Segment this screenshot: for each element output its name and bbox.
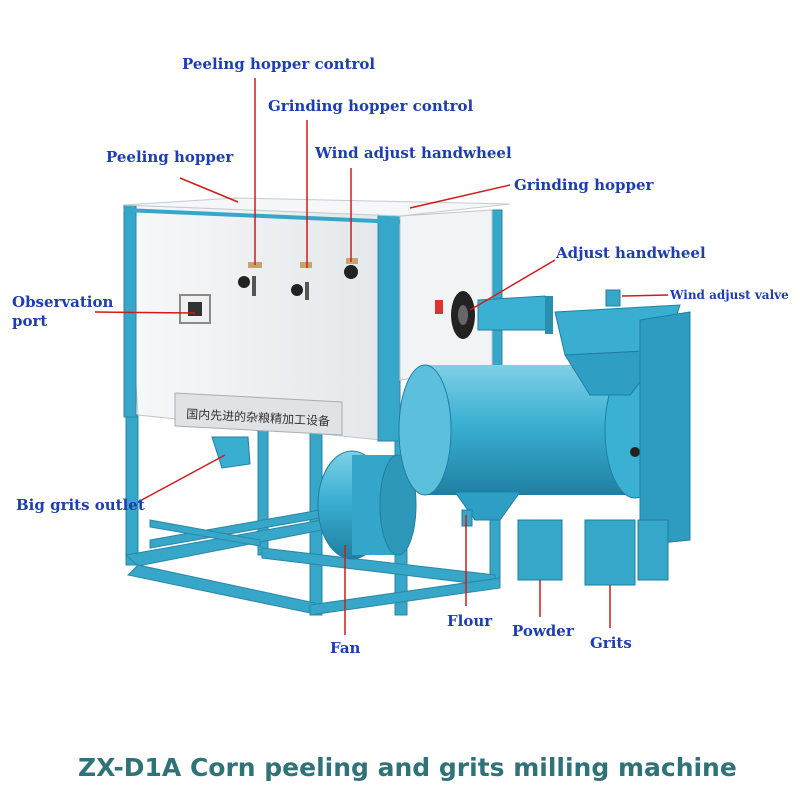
cabinet-top [123, 197, 511, 217]
adjust-handwheel [435, 291, 475, 339]
callout-lines [94, 78, 669, 635]
label-adjust-handwheel: Adjust handwheel [555, 244, 706, 262]
callout-adjust-handwheel [469, 259, 556, 311]
callout-peeling-hopper [179, 177, 239, 203]
grinding-hopper-control-knob [291, 262, 312, 300]
big-grits-outlet-chute [211, 436, 251, 469]
outlets [461, 509, 669, 586]
label-peeling-hopper-control: Peeling hopper control [182, 55, 375, 73]
label-peeling-hopper: Peeling hopper [106, 148, 234, 166]
callout-grinding-hopper [409, 184, 511, 209]
wind-adjust-handwheel-knob [344, 258, 358, 279]
caption: ZX-D1A Corn peeling and grits milling ma… [78, 753, 737, 782]
callout-big-grits-outlet [137, 454, 226, 503]
grinding-cylinder [398, 361, 666, 521]
callout-wind-adjust-valve [621, 294, 669, 297]
label-wind-adjust-handwheel: Wind adjust handwheel [314, 144, 512, 162]
grinding-hopper-box [554, 289, 691, 546]
label-observation-port-line2: port [12, 312, 47, 330]
nameplate: 国内先进的杂粮精加工设备 [174, 392, 343, 436]
label-grinding-hopper-control: Grinding hopper control [268, 97, 474, 115]
feed-pipe [477, 295, 553, 334]
label-grits: Grits [590, 634, 632, 652]
cabinet-side [399, 209, 493, 381]
callout-observation-port [94, 311, 196, 314]
label-flour: Flour [447, 612, 493, 630]
label-grinding-hopper: Grinding hopper [514, 176, 655, 194]
label-observation-port-line1: Observation [12, 293, 114, 311]
labels: Peeling hopper control Grinding hopper c… [12, 55, 789, 657]
label-fan: Fan [330, 639, 361, 657]
observation-port [179, 294, 211, 324]
label-wind-adjust-valve: Wind adjust valve [669, 288, 789, 302]
machine: 国内先进的杂粮精加工设备 [123, 197, 691, 616]
fan-housing [317, 450, 417, 560]
label-powder: Powder [512, 622, 575, 640]
label-big-grits-outlet: Big grits outlet [16, 496, 145, 514]
